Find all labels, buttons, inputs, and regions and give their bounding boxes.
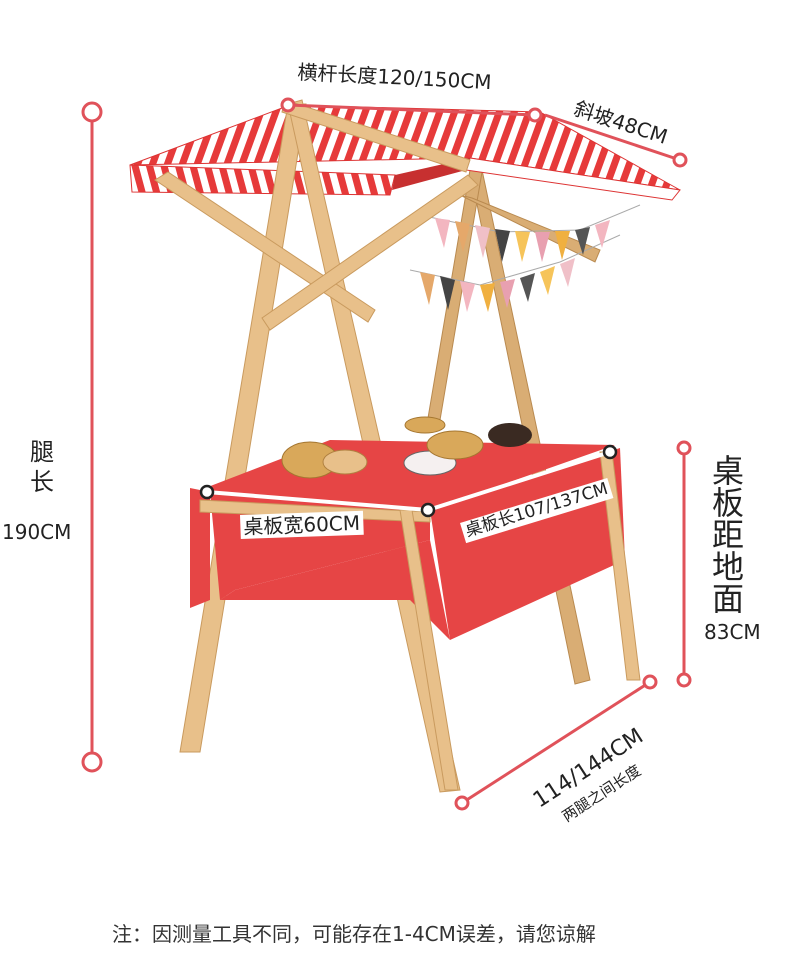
leg-length-label-line1: 腿 — [30, 438, 54, 466]
footnote: 注：因测量工具不同，可能存在1-4CM误差，请您谅解 — [112, 922, 596, 946]
table-width-label: 桌板宽60CM — [240, 510, 364, 539]
leg-length-value: 190CM — [2, 520, 72, 544]
leg-length-label-line2: 长 — [30, 468, 54, 496]
table-measure-bars — [199, 444, 618, 518]
bunting — [409, 204, 641, 312]
table-height-label: 桌 板 距 地 面 — [712, 452, 745, 618]
dimension-lines — [81, 97, 692, 811]
table-height-value: 83CM — [704, 620, 761, 644]
food-items — [281, 416, 532, 479]
front-frame — [154, 99, 479, 793]
